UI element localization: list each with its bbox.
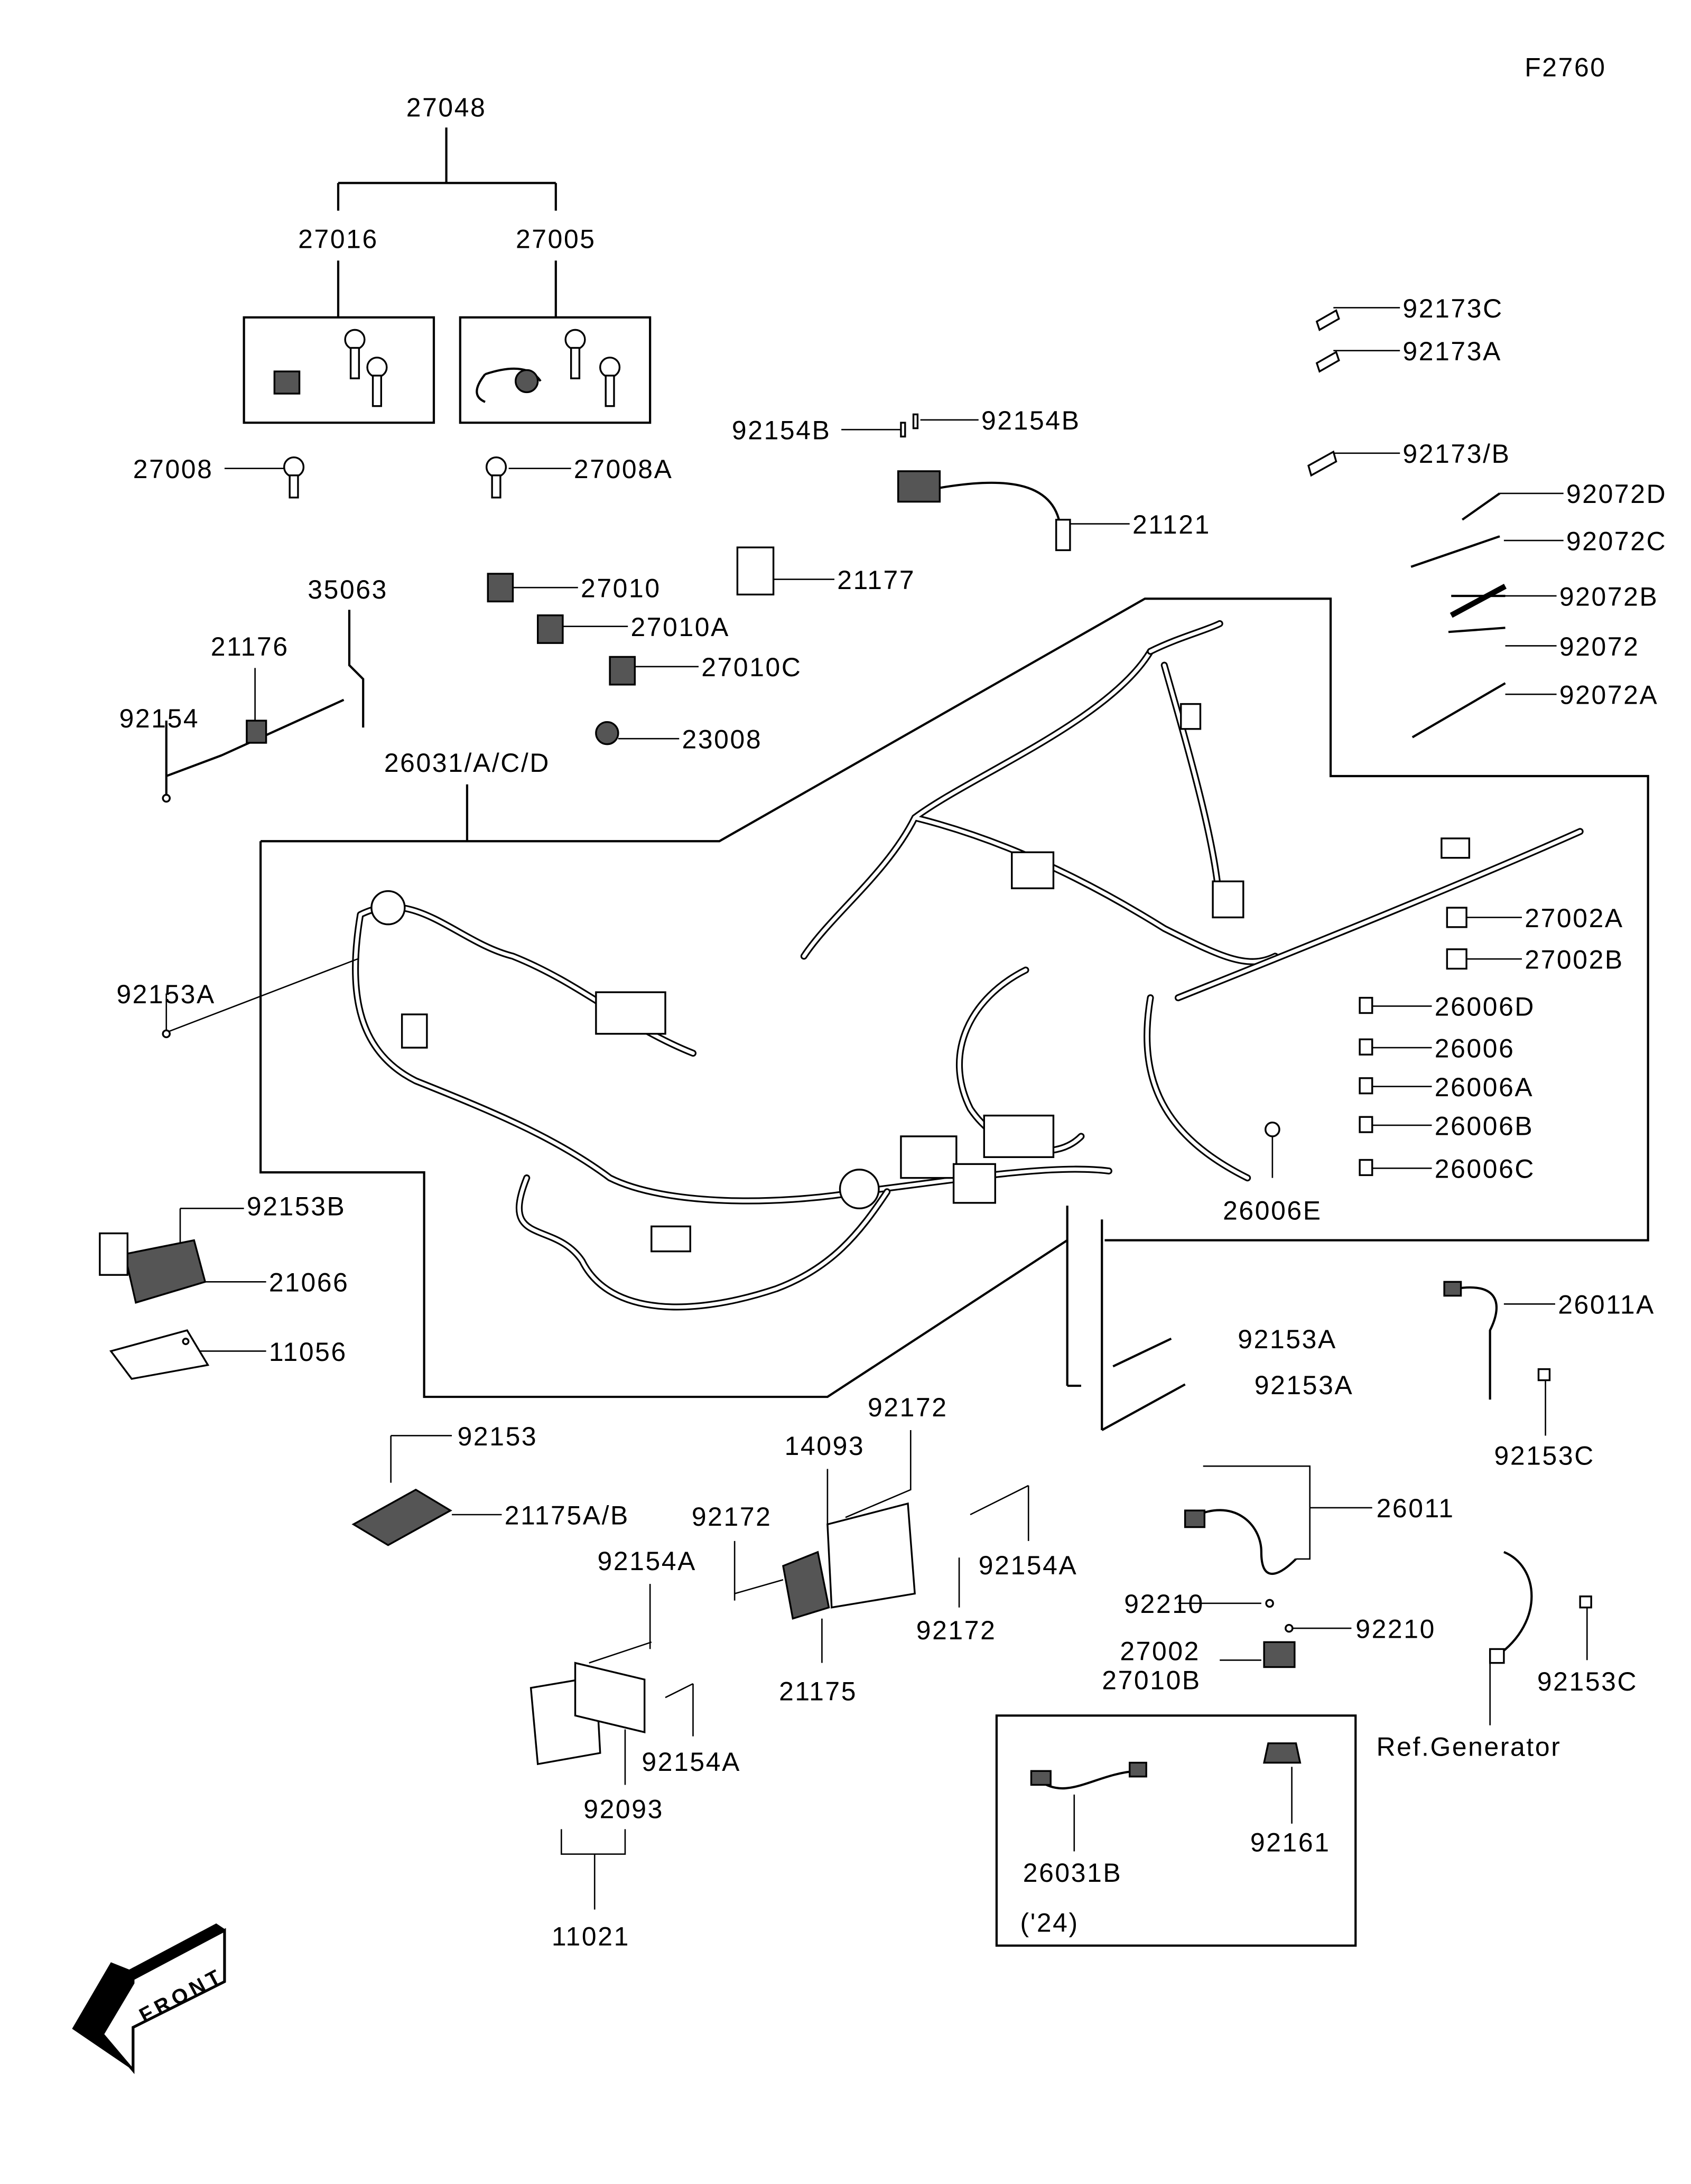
part-label: 92072C <box>1566 526 1667 556</box>
part-label: 92173/B <box>1402 439 1510 469</box>
part-label: 27016 <box>298 225 378 254</box>
connector-caps <box>162 907 1522 1178</box>
part-label: 27010B <box>1102 1665 1201 1695</box>
part-label: 92154 <box>119 704 200 733</box>
part-label: 92153B <box>247 1191 346 1221</box>
model-year-box <box>995 1714 1357 1947</box>
part-label: 92072B <box>1559 582 1659 611</box>
part-label: 92153 <box>458 1422 538 1451</box>
part-label: 21066 <box>269 1268 349 1298</box>
part-label: 92154A <box>979 1551 1078 1580</box>
part-label: 27005 <box>516 225 596 254</box>
part-label: 26031/A/C/D <box>384 748 550 778</box>
part-label: 92153C <box>1494 1441 1595 1471</box>
part-label: 21177 <box>837 565 915 595</box>
part-label: 21175 <box>779 1676 857 1706</box>
part-label: 92173C <box>1402 294 1503 323</box>
part-label: 92154B <box>981 406 1081 435</box>
main-harness <box>259 598 1649 1431</box>
part-label: 27002A <box>1525 903 1624 933</box>
diagram-code: F2760 <box>1525 52 1606 82</box>
key-set-group <box>224 127 652 499</box>
part-label: 92154A <box>597 1546 696 1576</box>
part-label: 92153C <box>1537 1667 1638 1696</box>
ignition-switch-icon <box>273 370 301 395</box>
part-label: 27048 <box>406 92 487 122</box>
part-label: 92153A <box>1255 1370 1354 1400</box>
part-label: 92072D <box>1566 479 1667 509</box>
part-label: 21121 <box>1132 510 1211 539</box>
part-label: 92072 <box>1559 632 1640 661</box>
part-label: 26031B <box>1023 1858 1122 1888</box>
part-label: 35063 <box>308 575 388 604</box>
part-label: 26006E <box>1223 1196 1322 1225</box>
part-label: 26006A <box>1435 1072 1534 1102</box>
part-label: 27002B <box>1525 945 1624 975</box>
part-label: 92153A <box>1238 1324 1337 1354</box>
part-label: 92172 <box>692 1502 772 1532</box>
battery-cables <box>1178 1281 1592 1725</box>
part-label: 27010C <box>701 652 802 682</box>
part-label: 27008A <box>574 454 673 484</box>
part-label: 27010A <box>630 612 730 642</box>
part-label: 26011 <box>1377 1494 1455 1523</box>
small-components <box>162 470 1130 803</box>
part-label: ('24) <box>1020 1908 1079 1938</box>
part-label: 27008 <box>133 454 213 484</box>
part-label: 26006B <box>1435 1111 1534 1141</box>
part-label: Ref.Generator <box>1377 1732 1562 1761</box>
ecu-bracket <box>351 1430 1029 1910</box>
part-label: 21175A/B <box>505 1500 629 1530</box>
part-label: 92153A <box>116 979 216 1009</box>
part-label: 92210 <box>1124 1589 1204 1619</box>
clips-ties <box>841 307 1564 739</box>
part-label: 92210 <box>1355 1614 1436 1644</box>
part-label: 27002 <box>1120 1636 1200 1666</box>
part-label: 92161 <box>1250 1827 1331 1857</box>
part-label: 27010 <box>581 574 661 603</box>
front-arrow-icon: FRONT <box>72 1923 228 2074</box>
regulator <box>99 1208 266 1380</box>
part-label: 14093 <box>785 1431 865 1461</box>
part-label: 92173A <box>1402 337 1502 366</box>
part-label: 92154A <box>642 1747 741 1777</box>
part-label: 26011A <box>1558 1290 1655 1320</box>
part-label: 92154B <box>732 416 831 445</box>
part-label: 11056 <box>269 1337 347 1367</box>
part-label: 11021 <box>552 1922 630 1952</box>
part-label: 26006C <box>1435 1154 1535 1184</box>
part-label: 92093 <box>583 1794 664 1824</box>
part-label: 21176 <box>211 632 289 661</box>
part-label: 26006 <box>1435 1033 1515 1063</box>
part-label: 92072A <box>1559 680 1659 710</box>
part-label: 92172 <box>868 1393 948 1422</box>
part-label: 26006D <box>1435 992 1535 1022</box>
part-label: 23008 <box>682 725 762 754</box>
part-label: 92172 <box>916 1616 997 1645</box>
